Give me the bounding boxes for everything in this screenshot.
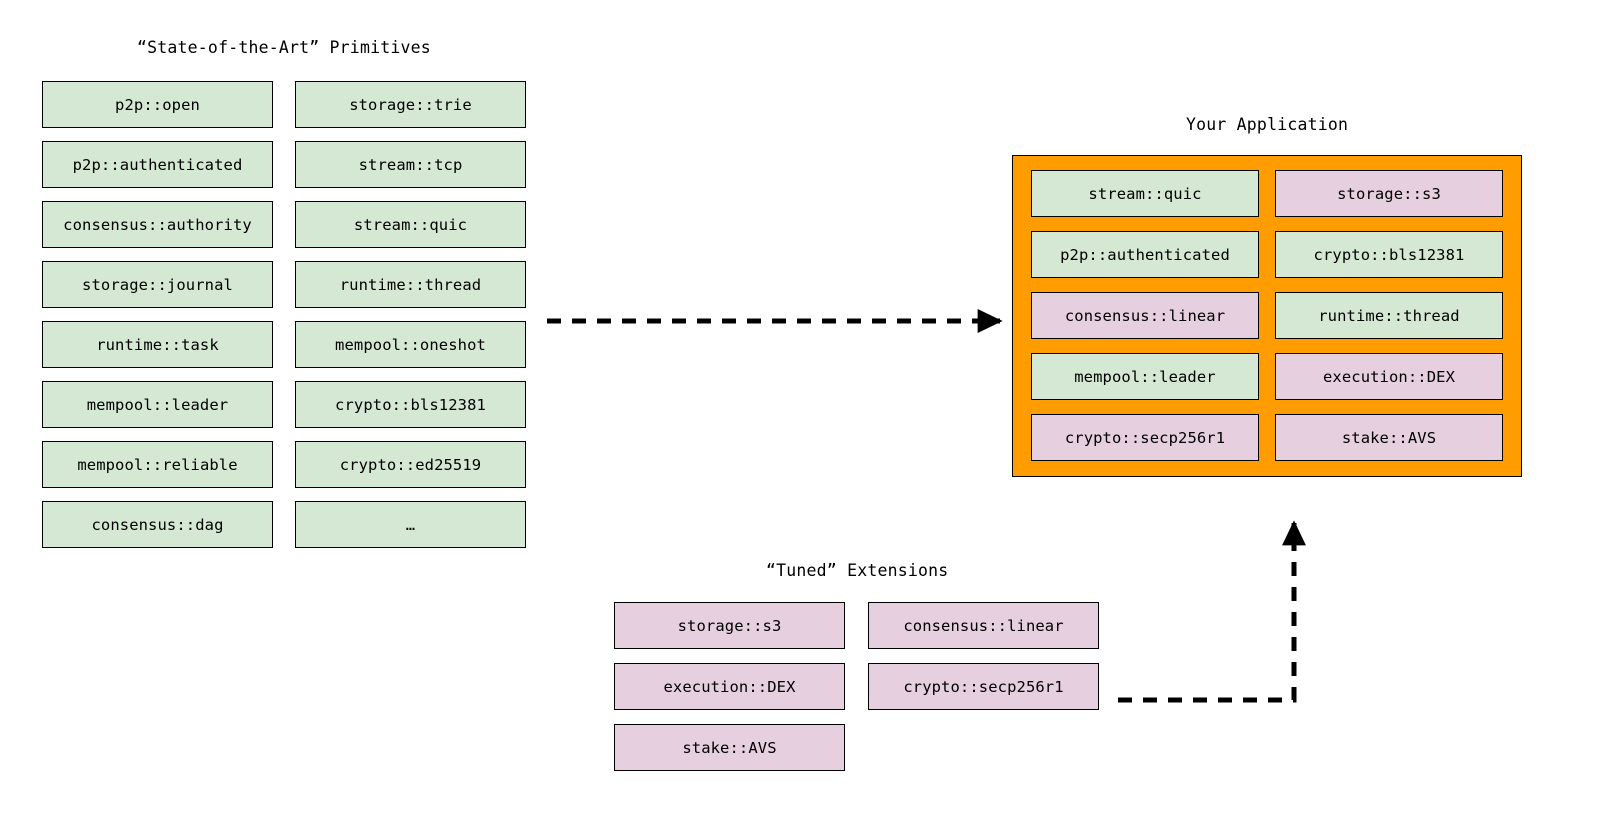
application-module-label: crypto::secp256r1 [1064,428,1226,447]
application-module-box[interactable]: stream::quic [1031,170,1259,217]
primitive-label: p2p::authenticated [72,155,243,174]
application-module-label: runtime::thread [1318,306,1460,325]
application-module-box[interactable]: consensus::linear [1031,292,1259,339]
application-module-label: execution::DEX [1322,367,1456,386]
application-module-box[interactable]: execution::DEX [1275,353,1503,400]
application-module-box[interactable]: storage::s3 [1275,170,1503,217]
primitive-box[interactable]: crypto::ed25519 [295,441,526,488]
primitive-box[interactable]: mempool::leader [42,381,273,428]
primitive-label: crypto::bls12381 [335,395,486,414]
application-module-label: consensus::linear [1064,306,1226,325]
application-module-box[interactable]: stake::AVS [1275,414,1503,461]
extension-box[interactable]: crypto::secp256r1 [868,663,1099,710]
primitive-box[interactable]: … [295,501,526,548]
primitives-section-title: “State-of-the-Art” Primitives [137,38,431,57]
primitive-box[interactable]: stream::quic [295,201,526,248]
primitive-label: storage::trie [349,95,472,114]
primitive-label: mempool::reliable [77,455,238,474]
extension-label: storage::s3 [677,616,782,635]
primitive-label: mempool::leader [86,395,229,414]
extension-box[interactable]: storage::s3 [614,602,845,649]
primitive-box[interactable]: storage::trie [295,81,526,128]
application-module-box[interactable]: p2p::authenticated [1031,231,1259,278]
extension-box[interactable]: consensus::linear [868,602,1099,649]
application-module-label: storage::s3 [1337,184,1441,203]
extension-label: stake::AVS [682,738,777,757]
application-module-label: p2p::authenticated [1060,245,1230,264]
primitive-label: crypto::ed25519 [339,455,482,474]
application-module-label: crypto::bls12381 [1313,245,1465,264]
primitive-box[interactable]: crypto::bls12381 [295,381,526,428]
extension-box[interactable]: stake::AVS [614,724,845,771]
primitive-label: … [405,515,416,534]
primitive-box[interactable]: mempool::reliable [42,441,273,488]
primitive-box[interactable]: consensus::dag [42,501,273,548]
primitive-box[interactable]: runtime::task [42,321,273,368]
application-module-label: mempool::leader [1074,367,1216,386]
primitive-label: storage::journal [82,275,233,294]
extension-label: crypto::secp256r1 [903,677,1064,696]
application-module-box[interactable]: crypto::bls12381 [1275,231,1503,278]
application-section-title: Your Application [1186,115,1349,134]
extension-box[interactable]: execution::DEX [614,663,845,710]
primitive-box[interactable]: runtime::thread [295,261,526,308]
primitive-box[interactable]: consensus::authority [42,201,273,248]
primitive-label: consensus::authority [63,215,252,234]
extensions-section-title: “Tuned” Extensions [766,561,949,580]
extension-label: consensus::linear [903,616,1064,635]
primitive-box[interactable]: storage::journal [42,261,273,308]
primitive-box[interactable]: mempool::oneshot [295,321,526,368]
application-module-label: stake::AVS [1341,428,1437,447]
extensions-to-application-arrow [1118,520,1306,703]
primitive-label: stream::quic [353,215,468,234]
application-module-label: stream::quic [1088,184,1202,203]
application-module-box[interactable]: runtime::thread [1275,292,1503,339]
application-module-box[interactable]: crypto::secp256r1 [1031,414,1259,461]
primitive-box[interactable]: p2p::open [42,81,273,128]
primitive-label: p2p::open [115,95,200,114]
primitive-box[interactable]: p2p::authenticated [42,141,273,188]
primitive-box[interactable]: stream::tcp [295,141,526,188]
application-module-box[interactable]: mempool::leader [1031,353,1259,400]
primitive-label: consensus::dag [91,515,224,534]
primitive-label: runtime::task [96,335,219,354]
primitive-label: stream::tcp [358,155,463,174]
extension-label: execution::DEX [663,677,796,696]
primitive-label: mempool::oneshot [335,335,486,354]
primitive-label: runtime::thread [339,275,482,294]
